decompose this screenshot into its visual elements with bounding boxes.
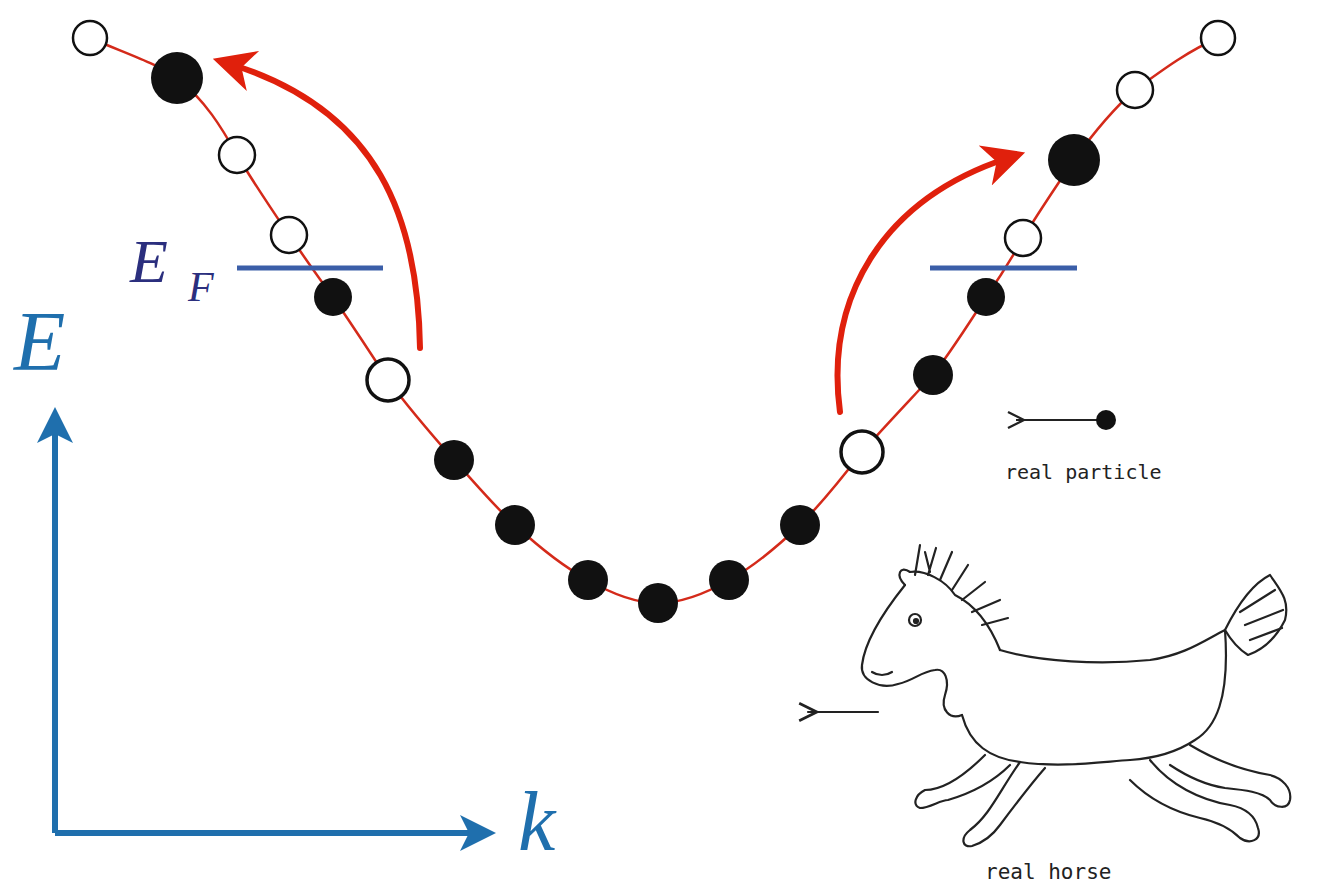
fermi-energy-symbol: E [130, 230, 168, 292]
sketch-caption: real horse [985, 862, 1111, 883]
real-particle-sketch [1016, 410, 1116, 430]
momentum-axis-label: k [518, 780, 555, 864]
filled-states [151, 52, 1100, 623]
horse-sketch [808, 545, 1290, 846]
fermi-subscript: F [188, 266, 214, 308]
fermi-level-line [237, 266, 1077, 271]
dispersion-curve [90, 38, 1218, 603]
empty-states [73, 21, 1235, 473]
axes [55, 425, 478, 833]
energy-axis-label: E [14, 300, 65, 384]
excitation-arrow [230, 64, 1008, 412]
sketch-caption: real particle [1005, 462, 1162, 482]
